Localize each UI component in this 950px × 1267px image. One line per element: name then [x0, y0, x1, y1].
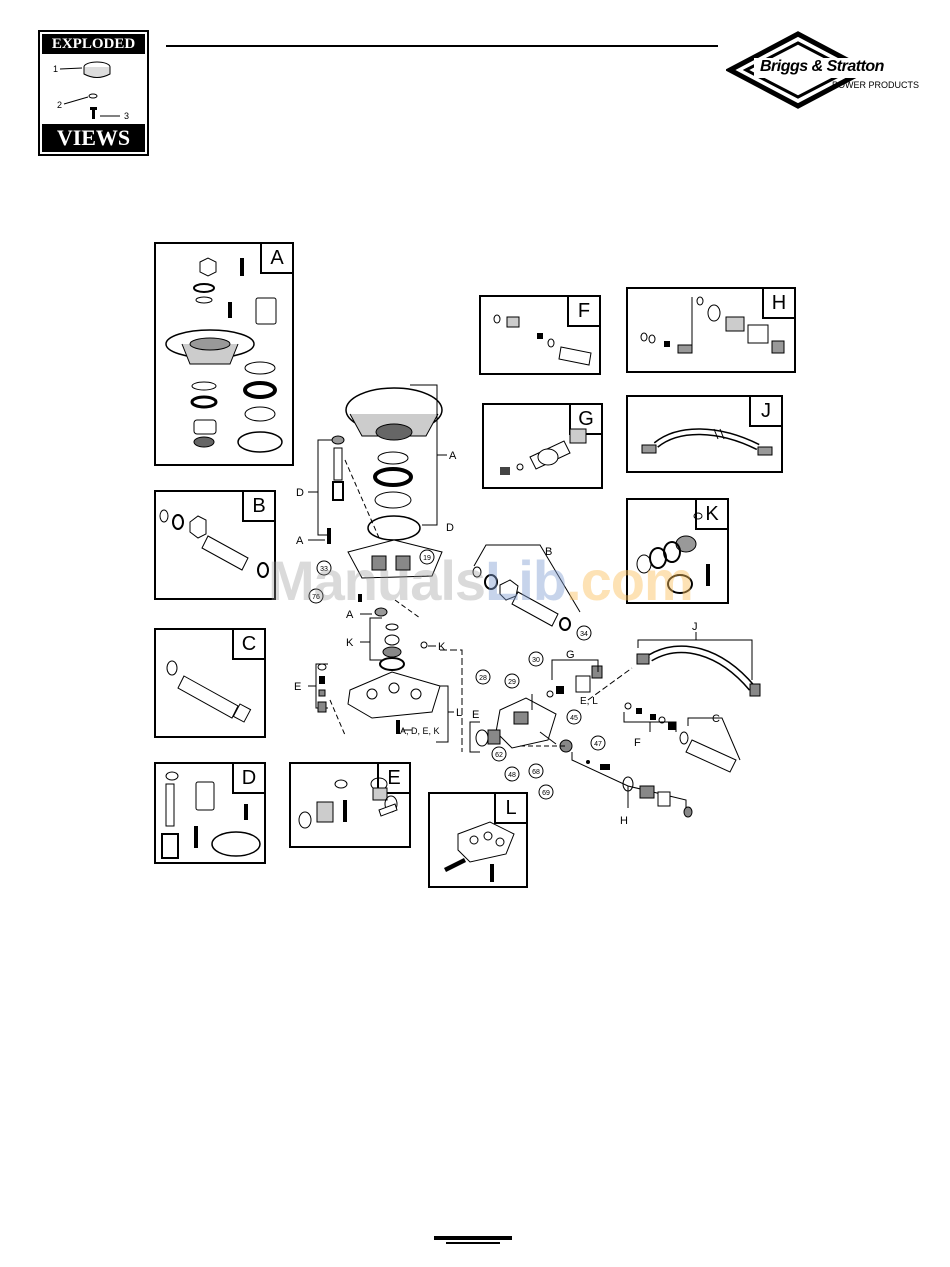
kit-e-parts: [291, 764, 413, 850]
pump-manifold: [348, 672, 440, 718]
brand-subtitle: POWER PRODUCTS: [832, 80, 919, 90]
badge-callout-1: 1: [53, 64, 58, 74]
kit-d-parts: [156, 764, 268, 866]
callout-45: 45: [570, 715, 578, 722]
kit-box-j: J: [626, 395, 783, 473]
watermark: ManualsLib.com: [268, 548, 693, 613]
callout-34: 34: [580, 631, 588, 638]
kit-box-l: L: [428, 792, 528, 888]
kit-box-f: F: [479, 295, 601, 375]
footer-page-bar-thin: [446, 1242, 500, 1244]
kit-a-parts: [156, 244, 296, 468]
callout-28: 28: [479, 675, 487, 682]
label-a-left: A: [296, 535, 304, 547]
label-a-top: A: [449, 450, 457, 462]
badge-callout-2: 2: [57, 100, 62, 110]
label-j: J: [692, 621, 698, 633]
badge-callout-3: 3: [124, 111, 129, 121]
label-f: F: [634, 737, 641, 749]
kit-f-parts: [481, 297, 603, 377]
callout-48: 48: [508, 772, 516, 779]
footer-page-bar: [434, 1236, 512, 1240]
label-c: C: [712, 713, 720, 725]
badge-part-illustration: 1 2 3: [40, 56, 147, 126]
kit-c-parts: [156, 630, 268, 740]
kit-g-parts: [484, 405, 605, 491]
kit-box-h: H: [626, 287, 796, 373]
kit-box-d: D: [154, 762, 266, 864]
exploded-views-badge: EXPLODED 1 2 3 VIEWS: [38, 30, 149, 156]
header-rule: [166, 45, 718, 47]
kit-box-b: B: [154, 490, 276, 600]
label-e-l: E, L: [580, 696, 598, 707]
badge-top-label: EXPLODED: [42, 34, 145, 54]
pump-head-top: [346, 388, 442, 440]
callout-47: 47: [594, 741, 602, 748]
label-k-right: K: [438, 641, 446, 653]
label-l: L: [456, 707, 462, 719]
kit-j-parts: [628, 397, 785, 475]
kit-h-parts: [628, 289, 798, 375]
brand-logo: Briggs & Stratton POWER PRODUCTS: [726, 30, 926, 110]
label-k-left: K: [346, 637, 354, 649]
kit-l-parts: [430, 794, 530, 890]
label-g: G: [566, 649, 575, 661]
watermark-part-2: Lib: [485, 549, 566, 612]
watermark-part-1: Manuals: [268, 549, 485, 612]
callout-30: 30: [532, 657, 540, 664]
kit-b-parts: [156, 492, 278, 602]
label-d-right: D: [446, 522, 454, 534]
callout-69: 69: [542, 790, 550, 797]
watermark-part-3: .com: [566, 549, 693, 612]
callout-68: 68: [532, 769, 540, 776]
label-e-mid: E: [472, 709, 479, 721]
callout-29: 29: [508, 679, 516, 686]
kit-box-e: E: [289, 762, 411, 848]
callout-62: 62: [495, 752, 503, 759]
label-adek: A, D, E, K: [400, 726, 440, 736]
badge-bottom-label: VIEWS: [42, 124, 145, 152]
label-d-left: D: [296, 487, 304, 499]
kit-box-g: G: [482, 403, 603, 489]
outlet-body: [496, 698, 556, 748]
label-h: H: [620, 815, 628, 827]
kit-box-a: A: [154, 242, 294, 466]
label-e-left: E: [294, 681, 301, 693]
brand-name: Briggs & Stratton: [760, 58, 884, 76]
kit-box-c: C: [154, 628, 266, 738]
